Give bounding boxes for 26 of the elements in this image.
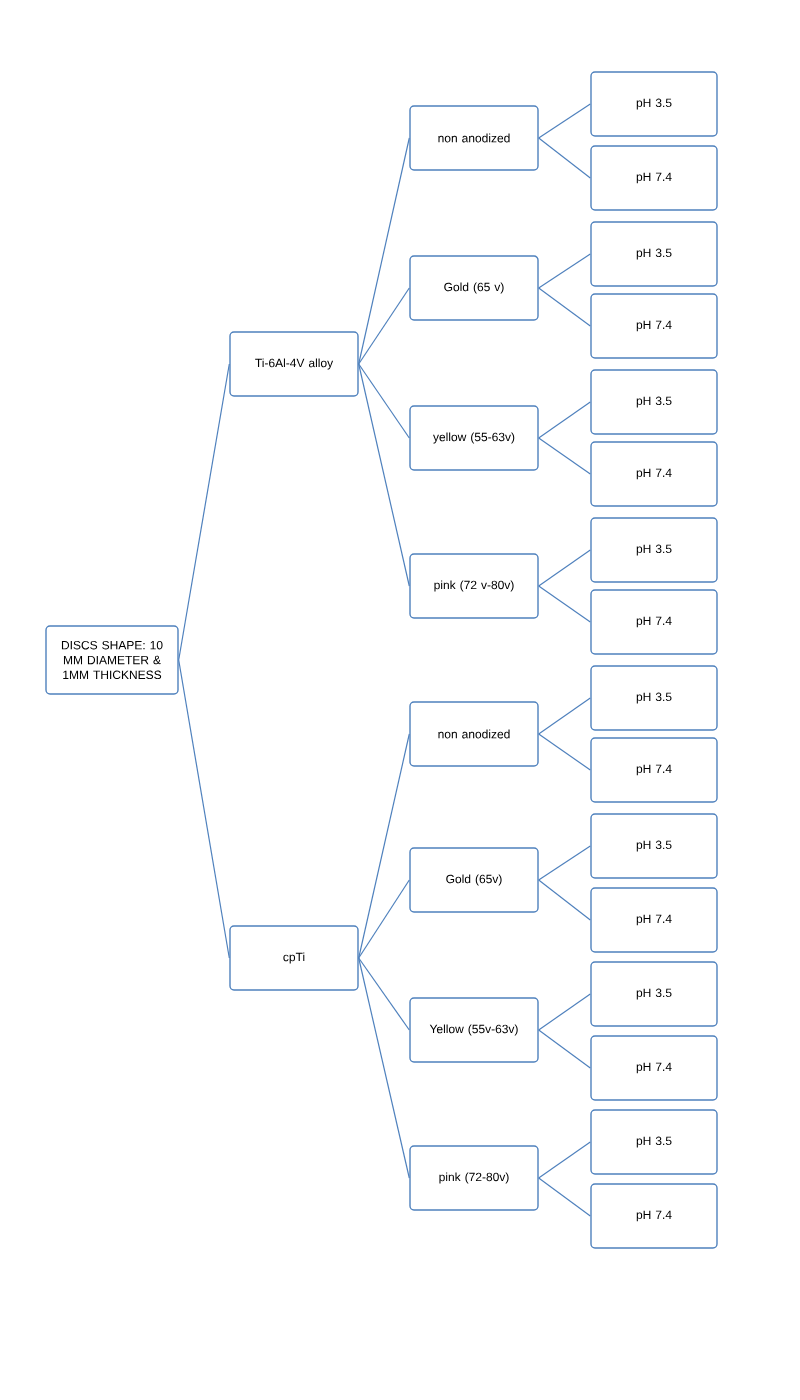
connector-line <box>538 103 591 139</box>
connector-line <box>538 733 591 771</box>
connector-line <box>538 1141 591 1179</box>
connector-line <box>358 287 410 365</box>
connector-line <box>538 137 591 179</box>
connector-line <box>538 437 591 475</box>
connector-line <box>538 549 591 587</box>
connector-line <box>538 1029 591 1069</box>
connector-line <box>538 993 591 1031</box>
connector-line <box>538 1177 591 1217</box>
connector-line <box>358 363 410 587</box>
connector-line <box>538 585 591 623</box>
connector-line <box>358 363 410 439</box>
connector-line <box>358 879 410 959</box>
connector-line <box>538 253 591 289</box>
connector-line <box>178 363 230 661</box>
connector-line <box>538 845 591 881</box>
connector-line <box>538 697 591 735</box>
connector-line <box>538 287 591 327</box>
connector-line <box>358 137 410 365</box>
connector-line <box>538 879 591 921</box>
connector-line <box>358 957 410 1031</box>
connector-line <box>358 733 410 959</box>
connector-line <box>538 401 591 439</box>
connector-line <box>178 659 230 959</box>
connector-line <box>358 957 410 1179</box>
